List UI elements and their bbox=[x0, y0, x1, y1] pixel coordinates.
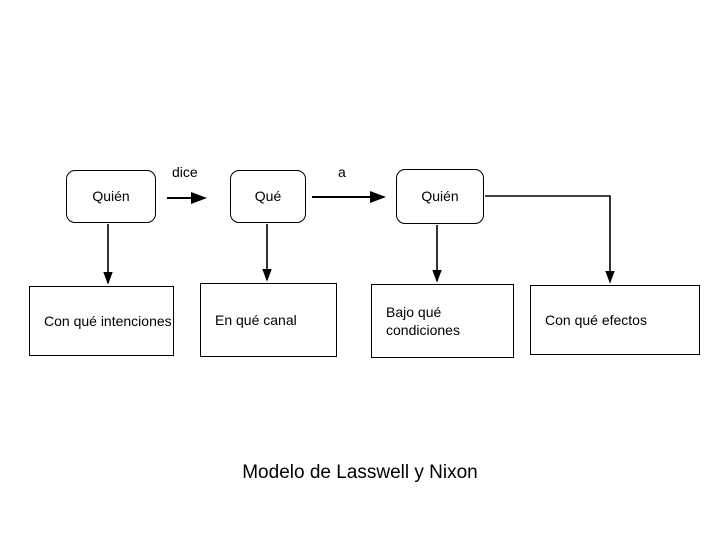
node-bajo-que-condiciones[interactable]: Bajo qué condiciones bbox=[371, 284, 514, 358]
node-en-que-canal[interactable]: En qué canal bbox=[200, 283, 337, 357]
diagram-title: Modelo de Lasswell y Nixon bbox=[242, 462, 478, 483]
node-label: Quién bbox=[92, 188, 130, 205]
node-label: Qué bbox=[254, 188, 282, 205]
edge-label-a: a bbox=[338, 164, 346, 180]
elbow-quien-to-efectos bbox=[485, 195, 615, 284]
node-label: Bajo qué condiciones bbox=[386, 303, 460, 338]
node-label: Con qué efectos bbox=[545, 311, 647, 328]
node-con-que-intenciones[interactable]: Con qué intenciones bbox=[29, 286, 174, 356]
node-quien-emisor[interactable]: Quién bbox=[66, 170, 156, 223]
node-que-mensaje[interactable]: Qué bbox=[230, 170, 306, 223]
edge-label-dice: dice bbox=[172, 164, 198, 180]
node-con-que-efectos[interactable]: Con qué efectos bbox=[530, 285, 700, 355]
node-quien-receptor[interactable]: Quién bbox=[396, 169, 484, 224]
node-label: Quién bbox=[421, 188, 459, 205]
node-label: Con qué intenciones bbox=[44, 312, 172, 329]
node-label: En qué canal bbox=[215, 311, 297, 328]
